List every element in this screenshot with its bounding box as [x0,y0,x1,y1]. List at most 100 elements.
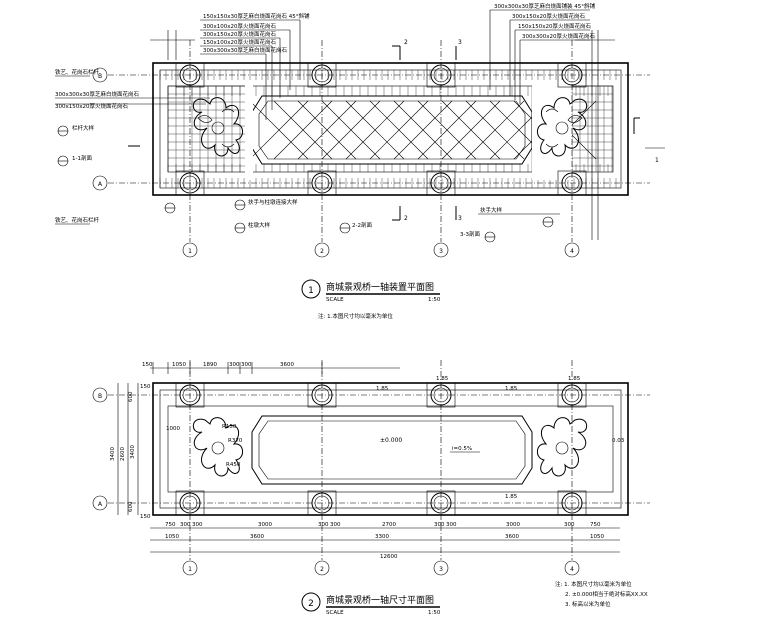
dim-bottom1-9: 3000 [506,522,520,528]
plan2-scale-label: SCALE [326,610,344,616]
axis-bubble-A1 [92,175,108,191]
callout-l4: 300x300x30厚芝麻白烧面花岗石 [203,46,288,54]
inner-dim-2: R370 [228,438,243,444]
center-level: ±0.000 [380,437,402,444]
plan1-title: 商城景观桥一轴装置平面图 [326,281,434,293]
dim-bottom1-3: 3000 [258,522,272,528]
plan2-index: 2 [308,599,314,609]
dim-bottom2-4: 1050 [590,534,604,540]
plan-2: B A 1 2 3 4 150 1050 1890 300 300 3600 1… [92,360,650,616]
plan1-note: 注: 1.本图尺寸均以毫米为单位 [318,312,393,320]
elev-2: 1.85 [505,386,518,392]
dim-left-5: 600 [128,501,134,512]
dim-bottom1-7: 300 [434,522,445,528]
callout-r1: 300x150x20厚火烧面花岗石 [512,12,586,20]
dim-bottom1-1: 300 [180,522,191,528]
dim-left-0: 150 [140,384,151,390]
dim-bottom1-11: 750 [590,522,601,528]
dim-left-4: 3400 [130,445,136,459]
axis2-label-col2: 2 [320,566,324,573]
axis-label-col2: 2 [320,248,324,255]
label-handrail: 扶手大样 [480,206,503,214]
plan1-ornament-left [192,97,243,157]
dim-top-5: 3600 [280,362,294,368]
callout-l1: 300x100x20厚火烧面花岗石 [203,22,277,30]
callout-l3: 150x100x20厚火烧面花岗石 [203,38,277,46]
label-section-22: 2-2剖面 [352,221,372,229]
section-mark-2-bottom: 2 [404,215,408,222]
dim-bottom2-0: 1050 [165,534,179,540]
callout-r3: 300x300x20厚火烧面花岗石 [522,32,596,40]
elev-0: 1.85 [376,386,389,392]
plan2-title: 商城景观桥一轴尺寸平面图 [326,594,434,606]
plan2-scale-value: 1:50 [428,610,441,616]
plan1-inner-border [159,69,622,189]
dim-bottom2-2: 3300 [375,534,389,540]
plan1-columns [175,62,587,196]
dim-bottom1-5: 300 [330,522,341,528]
dim-bottom1-0: 750 [165,522,176,528]
axis-label-col4: 4 [570,248,574,255]
plan1-index: 1 [308,286,314,296]
dim-bottom1-4: 300 [318,522,329,528]
axis2-label-col4: 4 [570,566,574,573]
dim-top-0: 150 [142,362,153,368]
dim-bottom1-10: 300 [564,522,575,528]
plan1-title-bubble [301,279,321,299]
dim-bottom2-3: 3600 [505,534,519,540]
label-detail-2: 扶手与柱墩连接大样 [248,198,298,206]
plan2-ornament-left [192,417,243,477]
dim-bottom1-8: 300 [446,522,457,528]
dim-top-3: 300 [229,362,240,368]
dim-bottom1-2: 300 [192,522,203,528]
callout-l5: 300x300x30厚芝麻白烧面花岗石 [55,90,140,98]
plan1-outline [152,62,629,196]
axis-bubble-B1 [92,67,108,83]
axis2-label-col1: 1 [188,566,192,573]
dim-top-1: 1050 [172,362,186,368]
section-mark-2-top: 2 [404,39,408,46]
plan2-columns [175,382,587,516]
axis2-label-col3: 3 [439,566,443,573]
dim-left-2: 2600 [120,447,126,461]
label-railing-top: 铁艺、花岗石栏杆 [55,68,100,76]
callout-r0: 300x300x30厚芝麻白烧面铺装 45°斜铺 [494,2,596,10]
dim-left-6: 150 [140,514,151,520]
inner-dim-1: R150 [222,424,237,430]
callout-l0: 150x150x30厚芝麻白烧面花岗石 45°斜铺 [203,12,310,20]
plan1-ornament-right [537,97,588,157]
plan2-center-panel [251,415,533,485]
plan2-outline [152,382,629,516]
dim-top-4: 300 [241,362,252,368]
label-railing-bottom: 铁艺、花岗石栏杆 [55,216,100,224]
axis-label-A1: A [98,181,103,188]
plan1-center-panel [251,95,533,165]
side-level: 0.03 [612,438,625,444]
inner-dim-0: 1000 [166,426,180,432]
slope-label: i=0.5% [452,446,472,452]
elev-4: 1.85 [505,494,518,500]
dim-left-1: 600 [128,391,134,402]
axis-label-col3: 3 [439,248,443,255]
callout-l2: 300x150x20厚火烧面花岗石 [203,30,277,38]
plan1-scale-label: SCALE [326,297,344,303]
plan2-note-0: 注: 1. 本图尺寸均以毫米为单位 [555,580,632,588]
section-mark-1-right: 1 [655,157,659,164]
axis-label-col1: 1 [188,248,192,255]
dim-bottom2-1: 3600 [250,534,264,540]
plan2-ornament-right [537,417,588,477]
inner-dim-3: R450 [226,462,241,468]
plan2-note-1: 2. ±0.000相当于绝对标高XX.XX [565,590,648,598]
dim-top-2: 1890 [203,362,217,368]
label-detail-1: 栏杆大样 [72,124,95,132]
section-mark-3-top: 3 [458,39,462,46]
plan1-scale-value: 1:50 [428,297,441,303]
plan1-center-inner [258,100,526,160]
dim-bottom1-6: 2700 [382,522,396,528]
callout-l6: 300x150x20厚火烧面花岗石 [55,102,129,110]
elev-3: 1.85 [568,376,581,382]
axis-label-B1: B [98,73,102,80]
